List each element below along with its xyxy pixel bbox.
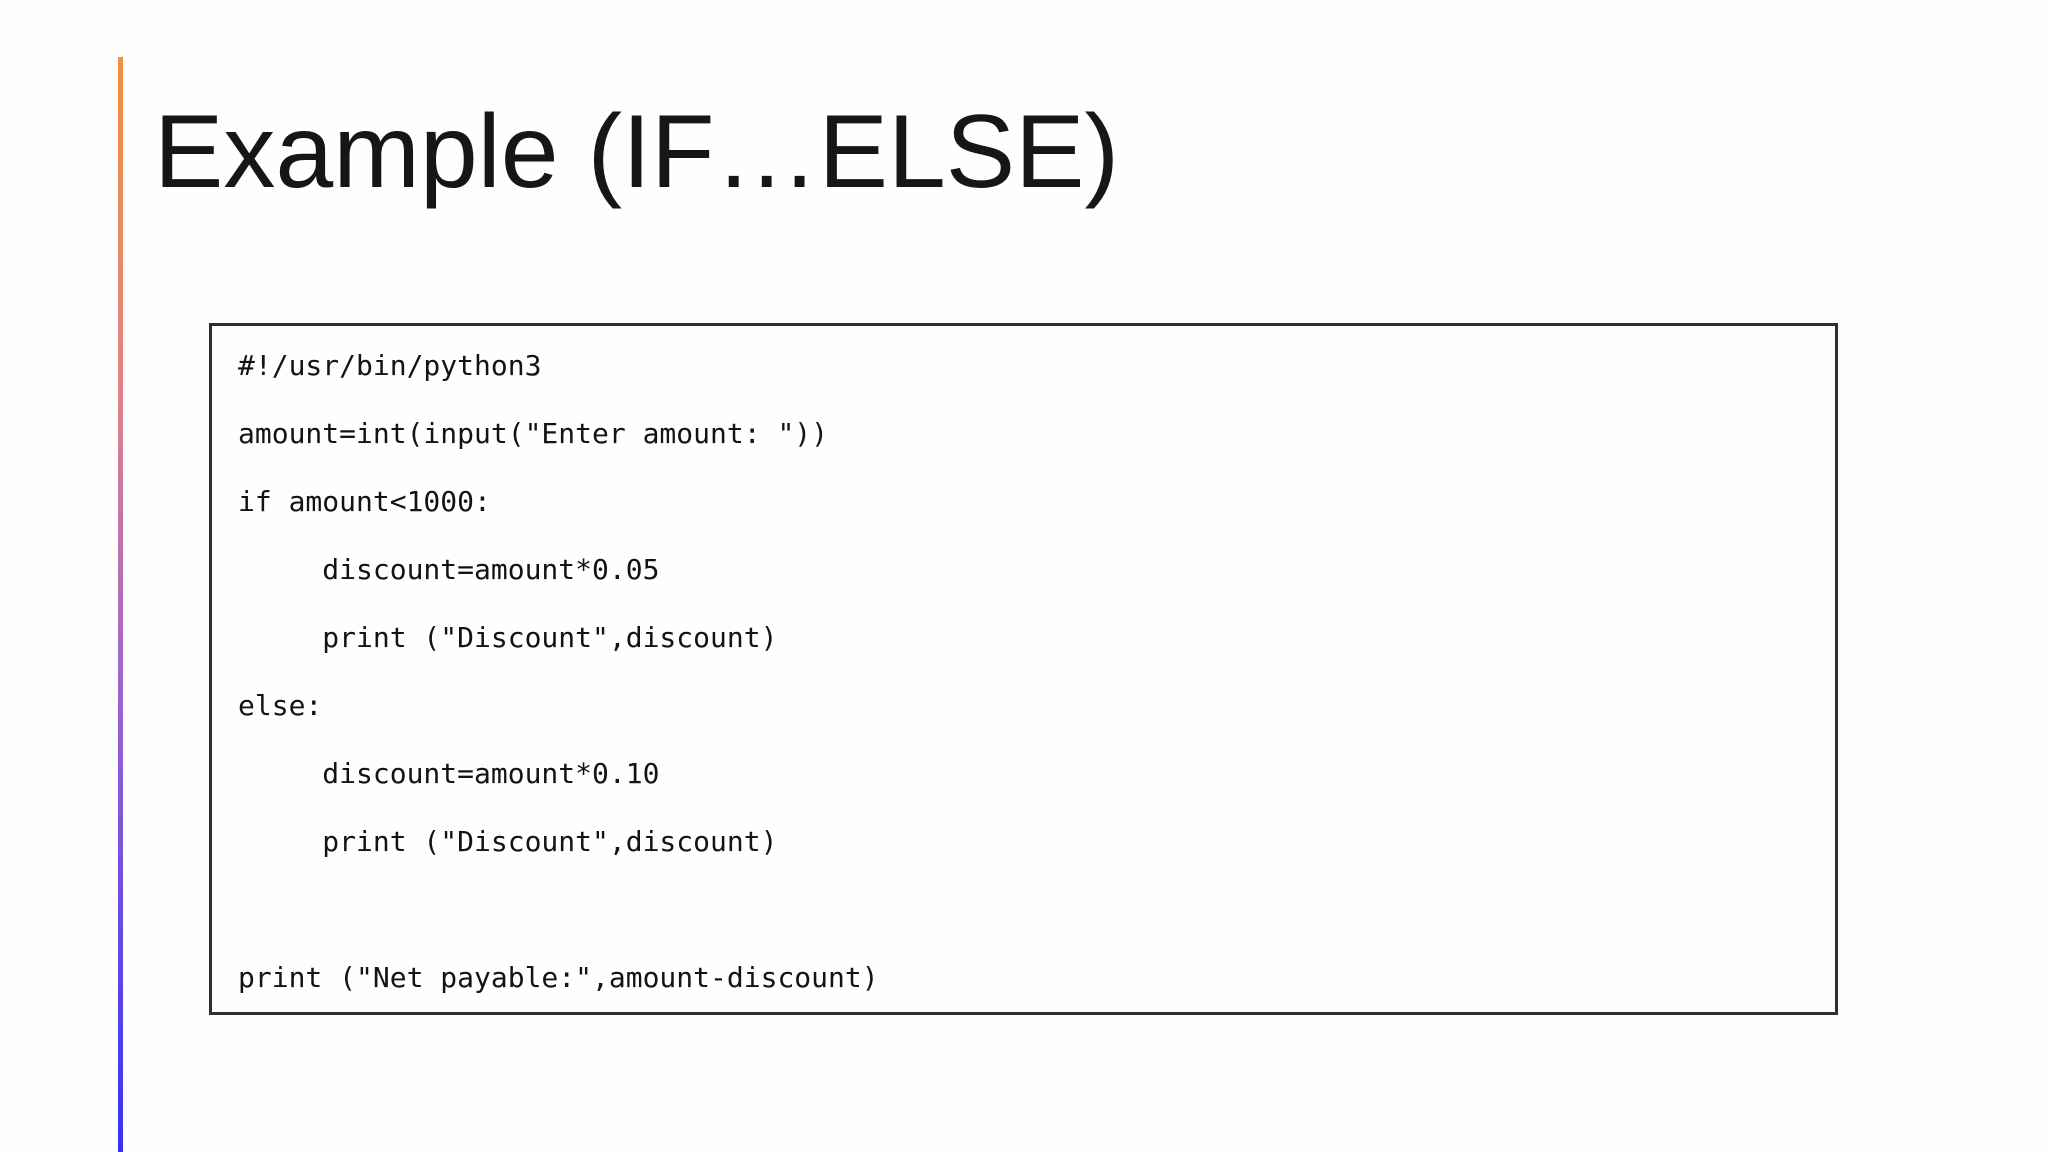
accent-gradient-bar [118, 57, 123, 1152]
slide-title: Example (IF…ELSE) [154, 94, 1120, 210]
code-text: #!/usr/bin/python3 amount=int(input("Ent… [238, 349, 879, 994]
code-box: #!/usr/bin/python3 amount=int(input("Ent… [209, 323, 1838, 1015]
